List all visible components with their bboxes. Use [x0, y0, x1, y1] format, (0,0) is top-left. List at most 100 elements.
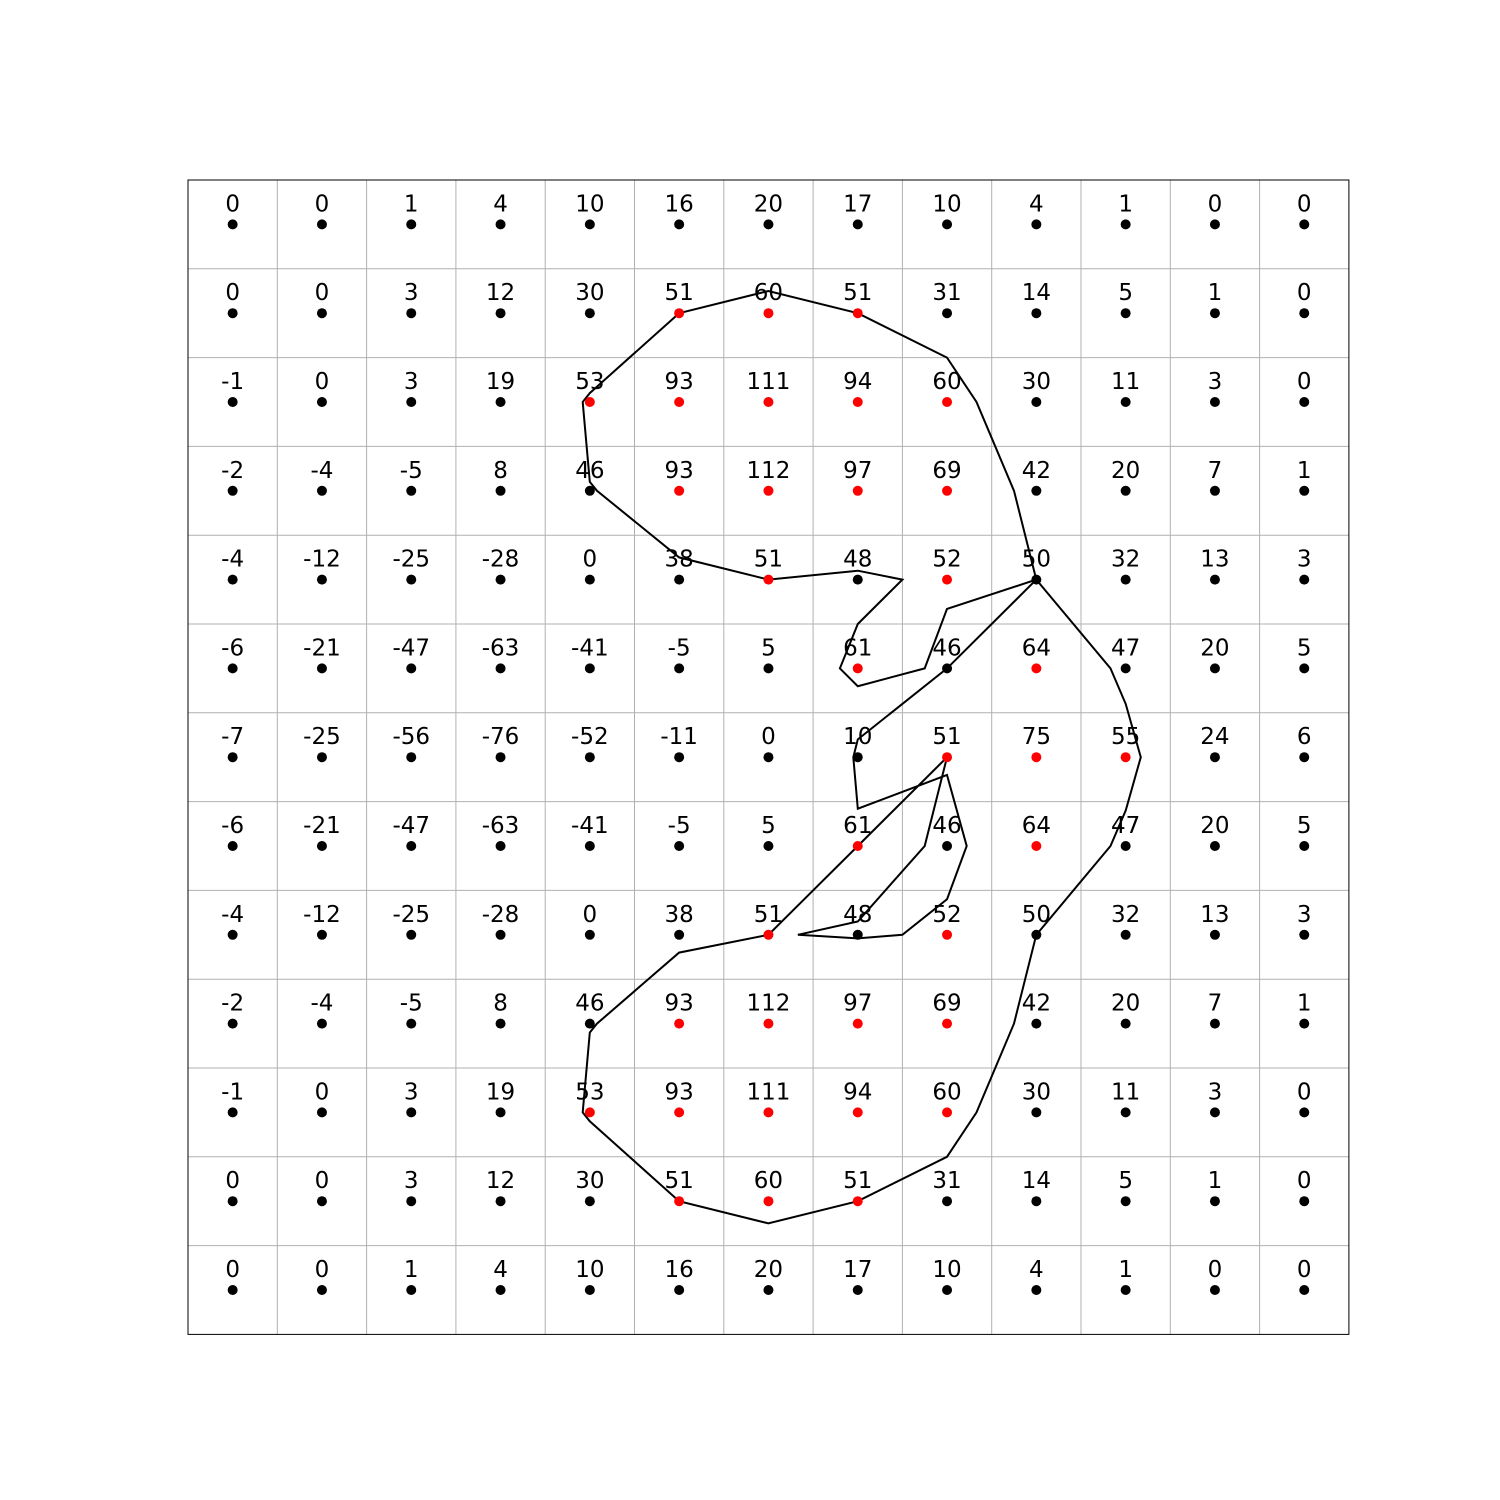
grid-value-label: -11: [660, 724, 698, 750]
grid-point: [1209, 1107, 1220, 1118]
grid-value-label: 20: [1111, 991, 1140, 1017]
grid-point: [852, 1196, 863, 1207]
grid-value-label: 1: [1118, 191, 1133, 217]
grid-value-label: 0: [1297, 280, 1312, 306]
grid-point: [1209, 1285, 1220, 1295]
grid-value-label: -12: [303, 547, 341, 573]
grid-value-label: 0: [1297, 1168, 1312, 1194]
grid-value-label: 112: [746, 458, 790, 484]
grid-value-label: 0: [315, 1257, 330, 1283]
grid-point: [495, 752, 506, 763]
grid-value-label: -5: [400, 458, 423, 484]
grid-value-label: -4: [310, 458, 333, 484]
grid-point: [1209, 841, 1220, 851]
grid-point: [1031, 1107, 1042, 1118]
grid-point: [1031, 397, 1042, 407]
grid-value-label: 0: [1208, 1257, 1223, 1283]
grid-point: [584, 1107, 595, 1118]
grid-value-label: -63: [482, 813, 520, 839]
grid-point: [942, 219, 953, 230]
grid-value-label: 19: [486, 1079, 515, 1105]
grid-value-label: 1: [1208, 1168, 1223, 1194]
grid-value-label: 48: [843, 547, 872, 573]
grid-value-label: 30: [575, 280, 604, 306]
grid-point: [227, 929, 238, 940]
grid-point: [1031, 929, 1042, 940]
grid-point: [763, 1107, 774, 1118]
grid-point: [763, 574, 774, 585]
grid-point: [584, 397, 595, 407]
grid-value-label: 14: [1022, 1168, 1051, 1194]
grid-point: [942, 485, 953, 496]
grid-point: [316, 663, 327, 674]
grid-value-label: 10: [932, 191, 961, 217]
grid-value-label: -6: [221, 635, 244, 661]
grid-value-label: 55: [1111, 724, 1140, 750]
grid-value-label: 51: [665, 280, 694, 306]
grid-value-label: 20: [1200, 635, 1229, 661]
grid-value-label: 0: [761, 724, 776, 750]
grid-point: [1299, 841, 1310, 851]
grid-value-label: -47: [392, 635, 430, 661]
grid-point: [942, 397, 953, 407]
grid-point: [1031, 574, 1042, 585]
grid-point: [495, 574, 506, 585]
grid-value-label: -12: [303, 902, 341, 928]
grid-value-label: 38: [665, 547, 694, 573]
grid-point: [942, 841, 953, 851]
grid-value-label: 6: [1297, 724, 1312, 750]
grid-value-label: -56: [392, 724, 430, 750]
grid-point: [942, 752, 953, 763]
grid-value-label: 0: [1297, 191, 1312, 217]
grid-point: [495, 841, 506, 851]
grid-point: [1299, 1285, 1310, 1295]
grid-value-label: 93: [665, 1079, 694, 1105]
grid-value-label: 64: [1022, 635, 1051, 661]
grid-value-label: 5: [1297, 813, 1312, 839]
grid-point: [763, 485, 774, 496]
grid-point: [1209, 574, 1220, 585]
grid-point: [1299, 1196, 1310, 1207]
grid-point: [852, 1107, 863, 1118]
grid-point: [1120, 308, 1131, 319]
grid-point: [584, 219, 595, 230]
grid-point: [406, 219, 417, 230]
grid-point: [1209, 929, 1220, 940]
grid-value-label: 11: [1111, 1079, 1140, 1105]
grid-point: [495, 929, 506, 940]
grid-point: [227, 1107, 238, 1118]
grid-point: [852, 1285, 863, 1295]
grid-point: [495, 1018, 506, 1029]
grid-point: [763, 219, 774, 230]
grid-point: [406, 663, 417, 674]
grid-value-label: 1: [404, 191, 419, 217]
grid-point: [763, 1196, 774, 1207]
grid-point: [316, 929, 327, 940]
grid-value-label: 42: [1022, 991, 1051, 1017]
grid-value-label: 3: [1208, 369, 1223, 395]
grid-point: [1031, 663, 1042, 674]
grid-point: [316, 397, 327, 407]
grid-value-label: 60: [754, 1168, 783, 1194]
grid-point: [495, 397, 506, 407]
grid-value-label: -1: [221, 369, 244, 395]
grid-value-label: 111: [746, 369, 790, 395]
grid-value-label: 10: [575, 191, 604, 217]
grid-value-label: 97: [843, 458, 872, 484]
grid-point: [942, 1018, 953, 1029]
grid-point: [227, 752, 238, 763]
grid-point: [406, 397, 417, 407]
grid-point: [763, 841, 774, 851]
grid-value-label: 93: [665, 458, 694, 484]
grid-point: [852, 485, 863, 496]
grid-value-label: 1: [404, 1257, 419, 1283]
grid-point: [1120, 397, 1131, 407]
grid-point: [1209, 308, 1220, 319]
grid-value-label: -5: [668, 813, 691, 839]
grid-point: [674, 1285, 685, 1295]
grid-value-label: 5: [761, 813, 776, 839]
grid-point: [763, 752, 774, 763]
grid-point: [1299, 397, 1310, 407]
grid-value-label: 31: [932, 280, 961, 306]
